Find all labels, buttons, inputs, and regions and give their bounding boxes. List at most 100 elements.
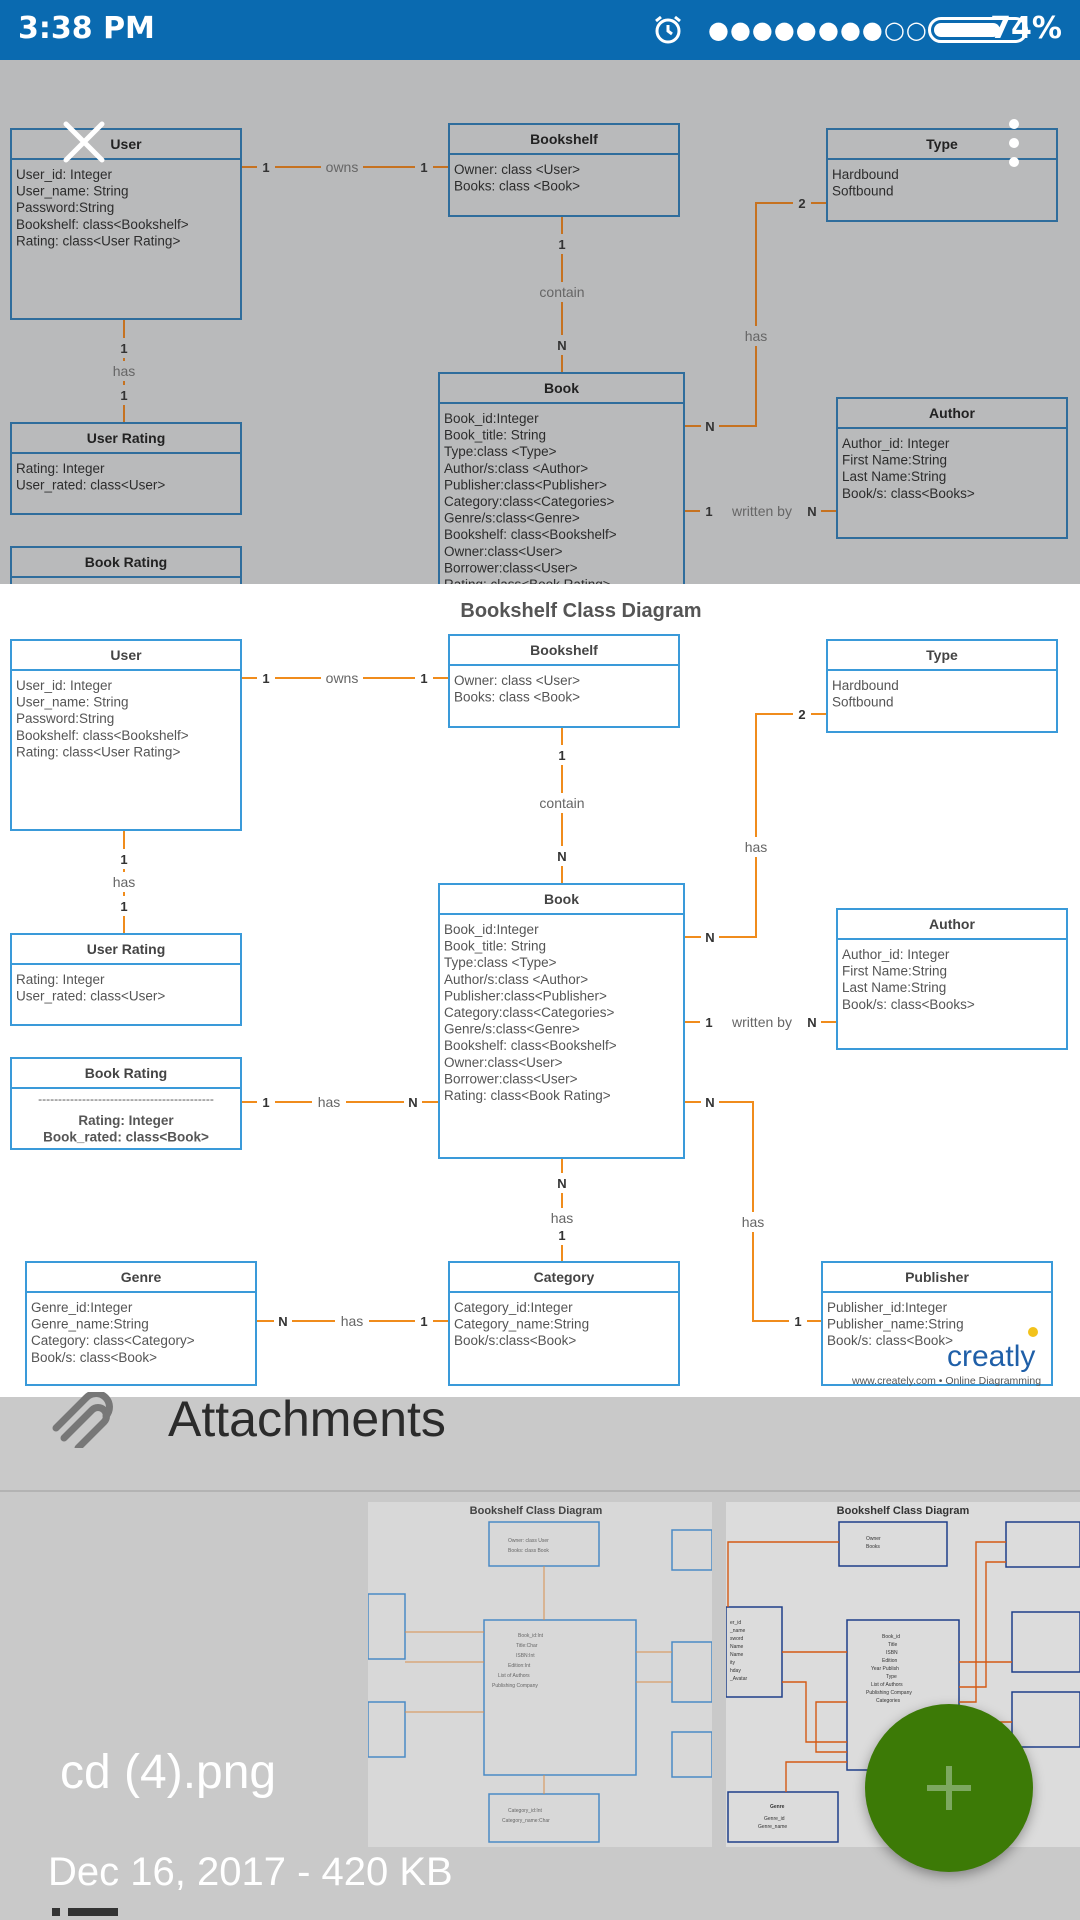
mult-bookrating-has-bg <box>257 1092 275 1112</box>
creately-logo-prefix: creat <box>947 1340 1014 1373</box>
label-bookrating-has-bg <box>312 1092 346 1112</box>
attachment-thumbnail-1[interactable]: Bookshelf Class Diagram Owner: class Use… <box>368 1502 712 1847</box>
class-field-book-8: Owner:class<User> <box>444 544 563 559</box>
class-name-type: Type <box>926 136 958 152</box>
label-bookrating-has: has <box>318 1094 341 1110</box>
mult-user-has-bg <box>115 849 133 869</box>
class-field-book-7: Bookshelf: class<Bookshelf> <box>444 527 617 542</box>
label-category-has: has <box>551 1210 574 1226</box>
class-field-user-1: User_name: String <box>16 184 129 199</box>
svg-text:Books: Books <box>866 1544 880 1550</box>
alarm-icon <box>655 15 681 44</box>
class-box-book <box>438 372 685 584</box>
svg-text:Title: Title <box>888 1642 897 1648</box>
class-box-book_rating <box>10 1057 242 1150</box>
svg-text:Genre_id: Genre_id <box>764 1816 785 1822</box>
creately-logo: creatly <box>947 1340 1035 1373</box>
mult-book-has-category: N <box>557 1176 566 1191</box>
mult-bookshelf-contain: 1 <box>558 237 565 252</box>
svg-text:hday: hday <box>730 1668 741 1674</box>
class-separator-book_rating: ----------------------------------------… <box>38 1092 214 1106</box>
mult-book-writtenby-bg <box>700 1012 718 1032</box>
battery-fill <box>934 23 1000 37</box>
svg-text:_Avatar: _Avatar <box>729 1676 747 1682</box>
more-vert-icon[interactable] <box>1000 118 1028 168</box>
label-genre-has: has <box>341 1313 364 1329</box>
mult-book-publisher: N <box>705 1095 714 1110</box>
class-field-author-3: Book/s: class<Books> <box>842 997 975 1012</box>
class-field-genre-3: Book/s: class<Book> <box>31 1350 157 1365</box>
label-category-has-bg <box>545 1208 579 1228</box>
mult-bookrating-has-bg <box>257 581 275 584</box>
class-field-author-2: Last Name:String <box>842 980 946 995</box>
class-field-book-4: Publisher:class<Publisher> <box>444 988 607 1003</box>
add-fab-button[interactable] <box>865 1704 1033 1872</box>
mult-type: 2 <box>798 707 805 722</box>
label-type-has-bg <box>739 326 773 346</box>
class-field-user_rating-1: User_rated: class<User> <box>16 989 165 1004</box>
class-box-user <box>10 128 242 320</box>
mult-user-has: 1 <box>120 852 127 867</box>
thumbnail-1-diagram: Bookshelf Class Diagram Owner: class Use… <box>368 1502 712 1847</box>
mult-bookrating-has: 1 <box>262 1095 269 1110</box>
svg-text:Genre_name: Genre_name <box>758 1824 787 1830</box>
label-contain-bg <box>529 282 595 302</box>
class-field-type-1: Softbound <box>832 695 894 710</box>
mult-book-writtenby-bg <box>700 501 718 521</box>
battery-icon <box>928 17 1028 43</box>
svg-text:ISBN: ISBN <box>886 1650 898 1656</box>
attachment-file-name[interactable]: cd (4).png <box>60 1746 277 1799</box>
class-field-bookshelf-1: Books: class <Book> <box>454 690 580 705</box>
svg-text:Type: Type <box>886 1674 897 1680</box>
signal-strength-1: ●●●●● <box>708 16 818 44</box>
class-field-book-6: Genre/s:class<Genre> <box>444 511 580 526</box>
class-field-book-3: Author/s:class <Author> <box>444 972 588 987</box>
class-name-user_rating: User Rating <box>87 941 166 957</box>
svg-text:Genre: Genre <box>770 1804 785 1810</box>
class-field-book-10: Rating: class<Book Rating> <box>444 577 611 584</box>
svg-text:Name: Name <box>730 1652 744 1658</box>
label-publisher-has: has <box>742 1214 765 1230</box>
mult-owns-bookshelf: 1 <box>420 160 427 175</box>
class-name-type: Type <box>926 647 958 663</box>
mult-bookshelf-contain-bg <box>553 745 571 765</box>
thumbnail-1-title: Bookshelf Class Diagram <box>470 1505 603 1517</box>
mult-has-userrating: 1 <box>120 899 127 914</box>
mult-book-type: N <box>705 930 714 945</box>
mult-has-book-bg <box>404 1092 422 1112</box>
mult-book-type-bg <box>701 927 719 947</box>
label-owns-bg <box>321 157 363 177</box>
label-user-has: has <box>113 874 136 890</box>
mult-genre-has: N <box>278 1314 287 1329</box>
attachments-title: Attachments <box>168 1391 446 1447</box>
mult-owns-bookshelf-bg <box>415 157 433 177</box>
class-box-category <box>448 1261 680 1386</box>
dimmed-diagram-background: 1owns11containN1has11hasNNhas1Nhas1Nhas2… <box>0 60 1080 584</box>
class-field-book_rating-0: Rating: Integer <box>78 1113 174 1128</box>
dimmed-diagram: 1owns11containN1has11hasNNhas1Nhas1Nhas2… <box>10 123 1068 584</box>
class-box-bookshelf <box>448 634 680 728</box>
label-user-has-bg <box>107 872 141 892</box>
mult-has-book: N <box>408 1095 417 1110</box>
class-name-book_rating: Book Rating <box>85 1065 167 1081</box>
class-field-author-0: Author_id: Integer <box>842 947 950 962</box>
class-field-type-0: Hardbound <box>832 678 899 693</box>
class-field-publisher-0: Publisher_id:Integer <box>827 1300 948 1315</box>
class-box-publisher <box>821 1261 1053 1386</box>
class-field-author-2: Last Name:String <box>842 469 946 484</box>
mult-has-book-bg <box>404 581 422 584</box>
svg-text:List of Authors: List of Authors <box>871 1682 903 1688</box>
class-field-book-1: Book_title: String <box>444 939 546 954</box>
mult-user-has-bg <box>115 338 133 358</box>
label-owns: owns <box>326 159 359 175</box>
mult-owns-bookshelf: 1 <box>420 671 427 686</box>
label-type-has-bg <box>739 837 773 857</box>
class-field-book-1: Book_title: String <box>444 428 546 443</box>
mult-user-owns: 1 <box>262 160 269 175</box>
class-box-author <box>836 397 1068 539</box>
class-box-genre <box>25 1261 257 1386</box>
class-field-user_rating-0: Rating: Integer <box>16 972 105 987</box>
close-icon[interactable] <box>62 120 106 164</box>
class-field-bookshelf-0: Owner: class <User> <box>454 673 580 688</box>
